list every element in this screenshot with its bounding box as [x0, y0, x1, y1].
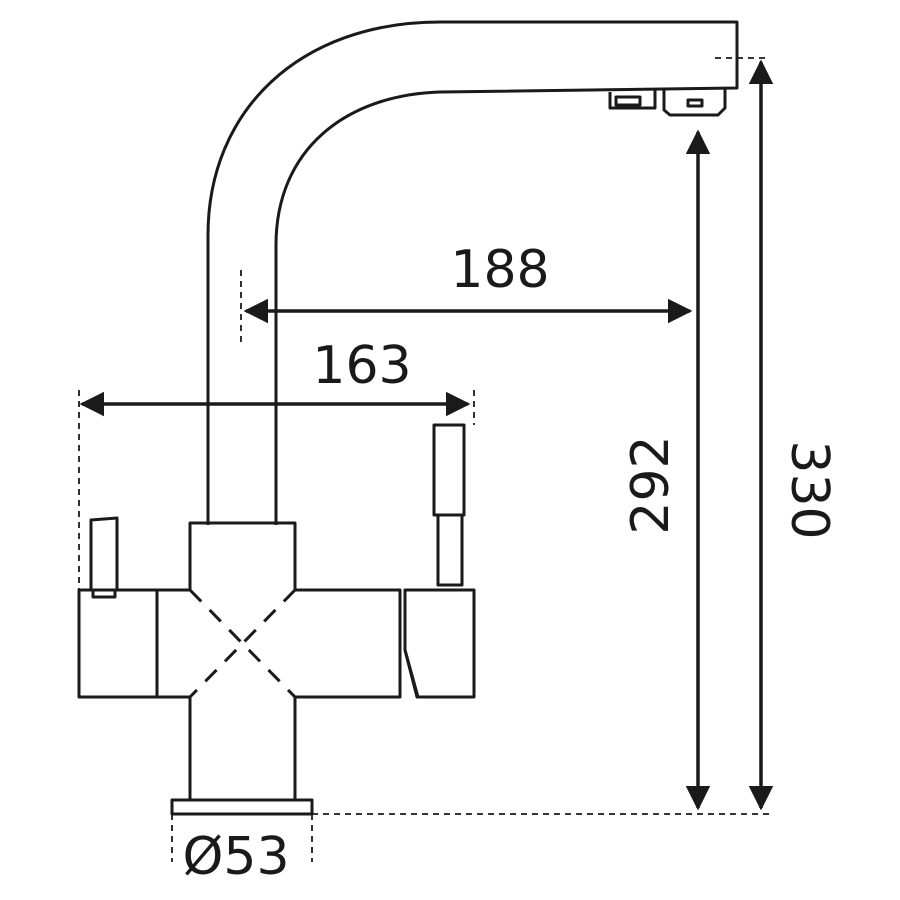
dim-diameter-label: Ø53 — [182, 827, 289, 887]
mixer-body — [155, 521, 402, 802]
right-lever — [403, 423, 476, 699]
extension-lines — [78, 57, 770, 862]
dimension-lines — [79, 59, 774, 811]
left-lever — [77, 516, 159, 699]
dim-163-label: 163 — [312, 336, 411, 396]
dim-292-label: 292 — [621, 435, 681, 534]
dim-330-label: 330 — [779, 440, 839, 539]
spout — [206, 20, 739, 525]
aerator-left — [608, 90, 657, 110]
aerator-right — [662, 88, 727, 117]
dim-188-label: 188 — [450, 240, 549, 300]
base-plate — [170, 798, 314, 816]
